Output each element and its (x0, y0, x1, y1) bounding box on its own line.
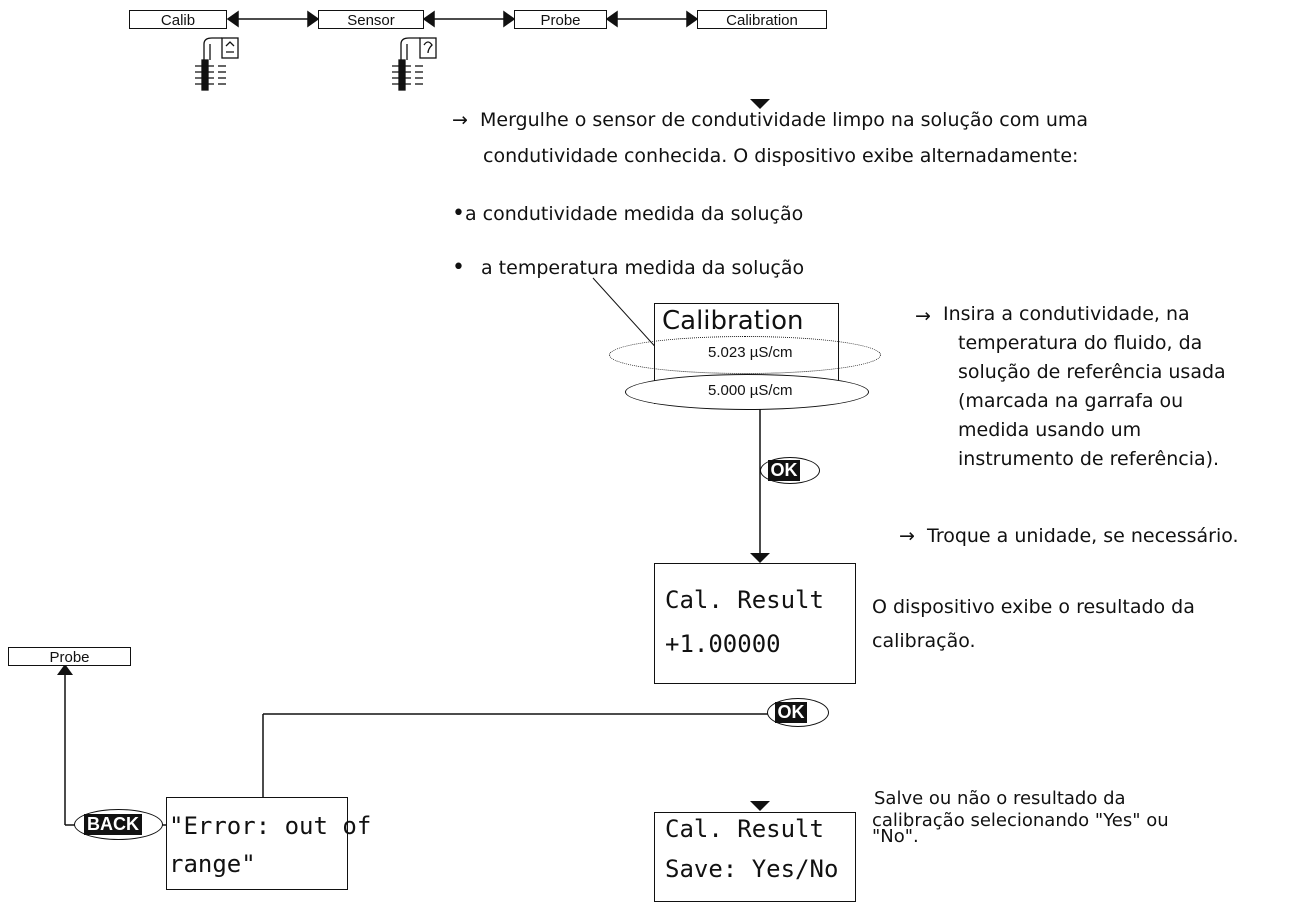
back-button[interactable]: BACK (74, 809, 163, 840)
calibration-screen-title: Calibration (662, 306, 804, 336)
error-screen: "Error: out of range" (166, 797, 371, 890)
entered-value-highlight[interactable] (625, 374, 869, 410)
unit-arrow: → (899, 525, 915, 547)
enter-instruction-line5: medida usando um (958, 419, 1142, 441)
save-screen: Cal. Result Save: Yes/No (654, 812, 856, 902)
unit-change-instruction: Troque a unidade, se necessário. (927, 525, 1239, 547)
result-description-line1: O dispositivo exibe o resultado da (872, 596, 1195, 618)
save-description-line2: calibração selecionando "Yes" ou (872, 810, 1169, 831)
ok-button-label: OK (775, 702, 807, 723)
bullet-temperature: a temperatura medida da solução (481, 257, 805, 279)
immerse-instruction-line2: condutividade conhecida. O dispositivo e… (483, 145, 1079, 167)
bullet-conductivity: a condutividade medida da solução (465, 203, 804, 225)
result-description-line2: calibração. (872, 630, 976, 652)
entered-conductivity[interactable]: 5.000 µS/cm (708, 382, 793, 399)
probe-sensor-icon (392, 37, 437, 91)
ok-button-label: OK (768, 460, 800, 481)
immerse-arrow: → (452, 109, 468, 131)
enter-instruction-line6: instrumento de referência). (958, 448, 1220, 470)
menu-item-calib[interactable]: Calib (129, 10, 227, 29)
menu-item-probe[interactable]: Probe (514, 10, 607, 29)
save-screen-title: Cal. Result (665, 815, 824, 843)
cal-result-screen: Cal. Result +1.00000 (654, 563, 856, 684)
enter-instruction-line4: (marcada na garrafa ou (958, 390, 1184, 412)
enter-instruction-line1: Insira a condutividade, na (943, 303, 1190, 325)
bullet-dot: • (452, 201, 465, 226)
error-message-line1: "Error: out of (169, 812, 372, 840)
save-description-line1: Salve ou não o resultado da (874, 788, 1126, 809)
cal-result-value: +1.00000 (665, 630, 781, 658)
back-button-label: BACK (84, 814, 142, 835)
ok-button[interactable]: OK (767, 698, 829, 727)
measured-conductivity: 5.023 µS/cm (708, 344, 793, 361)
bullet-dot: • (452, 255, 465, 280)
cal-result-title: Cal. Result (665, 586, 824, 614)
menu-item-calibration[interactable]: Calibration (697, 10, 827, 29)
enter-arrow: → (915, 305, 931, 327)
enter-instruction-line2: temperatura do fluido, da (958, 332, 1203, 354)
error-message-line2: range" (169, 850, 256, 878)
menu-item-sensor[interactable]: Sensor (318, 10, 424, 29)
probe-calib-icon (195, 37, 239, 91)
save-description-line3: "No". (872, 826, 919, 847)
enter-instruction-line3: solução de referência usada (958, 361, 1226, 383)
ok-button[interactable]: OK (760, 457, 820, 484)
probe-menu-item[interactable]: Probe (8, 647, 131, 666)
save-screen-prompt[interactable]: Save: Yes/No (665, 855, 839, 883)
immerse-instruction-line1: Mergulhe o sensor de condutividade limpo… (480, 109, 1089, 131)
